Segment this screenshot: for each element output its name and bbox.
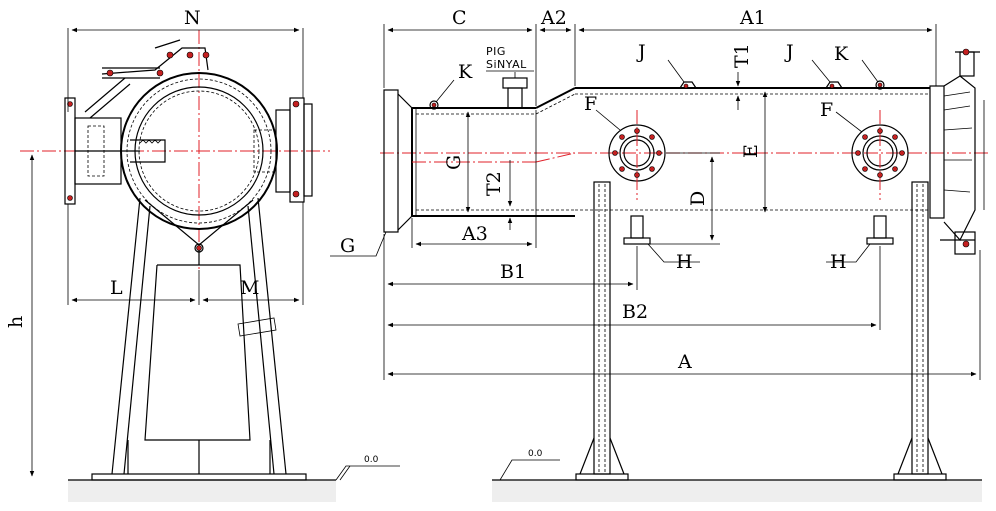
label-T1: T1 xyxy=(731,43,753,68)
label-J-left: J xyxy=(636,41,646,63)
label-H-left: H xyxy=(676,251,693,273)
label-C: C xyxy=(452,7,467,29)
label-E: E xyxy=(740,144,762,158)
dimension-T2: T2 xyxy=(483,160,513,230)
ground-right xyxy=(492,479,982,502)
dimension-right-edge xyxy=(983,100,985,210)
dimension-E: E xyxy=(740,91,768,213)
dimension-B2: B2 xyxy=(387,246,881,330)
callout-G: G xyxy=(330,231,387,257)
label-H-right: H xyxy=(830,251,847,273)
callout-K-left: K xyxy=(435,61,473,103)
label-A2: A2 xyxy=(540,7,567,29)
label-K-right: K xyxy=(834,43,849,65)
label-h: h xyxy=(5,316,27,328)
dimension-A: A xyxy=(387,250,981,380)
callout-K-right: K xyxy=(834,43,879,83)
callout-F-right: F xyxy=(820,99,863,133)
label-A1: A1 xyxy=(739,7,766,29)
dimension-T1: T1 xyxy=(731,43,753,110)
dimension-top-row: C A2 A1 xyxy=(383,7,937,106)
label-G-vertical: G xyxy=(443,155,465,170)
pig-signal-line1: PIG xyxy=(486,45,506,58)
callout-H-left: H xyxy=(647,243,700,273)
label-B1: B1 xyxy=(500,261,526,283)
label-A: A xyxy=(677,351,692,373)
dimension-B1: B1 xyxy=(383,234,638,380)
callout-F-left: F xyxy=(584,93,621,131)
label-L: L xyxy=(110,277,123,299)
end-view xyxy=(20,30,330,481)
label-G-callout: G xyxy=(340,235,355,257)
label-A3: A3 xyxy=(461,223,488,245)
dimension-D: D xyxy=(650,152,720,245)
pig-signal-label: PIG SiNYAL xyxy=(486,45,534,72)
flange-bolts xyxy=(431,48,970,248)
dimension-N: N xyxy=(67,7,304,112)
end-view-bolts xyxy=(67,51,300,251)
label-D: D xyxy=(687,191,709,206)
elevation-mark-right: 0.0 xyxy=(499,449,560,481)
label-F-left: F xyxy=(584,93,597,115)
label-N: N xyxy=(184,7,201,29)
dimension-G-vertical: G xyxy=(443,111,471,213)
label-F-right: F xyxy=(820,99,833,121)
label-B2: B2 xyxy=(622,301,648,323)
dimension-h: h xyxy=(5,154,35,477)
elevation-label-right: 0.0 xyxy=(528,449,543,459)
dimension-L-M: L M xyxy=(67,202,304,305)
pig-signal-line2: SiNYAL xyxy=(486,58,527,71)
label-M: M xyxy=(240,277,259,299)
label-J-right: J xyxy=(784,41,794,63)
elevation-label-left: 0.0 xyxy=(364,455,379,465)
callout-J-right: J xyxy=(784,41,831,83)
label-T2: T2 xyxy=(483,171,505,196)
elevation-mark-left: 0.0 xyxy=(335,455,400,481)
label-K-left: K xyxy=(458,61,473,83)
dimension-A3: A3 xyxy=(411,110,537,248)
callout-H-right: H xyxy=(826,243,871,273)
callout-J-left: J xyxy=(636,41,685,83)
ground-left xyxy=(68,479,336,502)
